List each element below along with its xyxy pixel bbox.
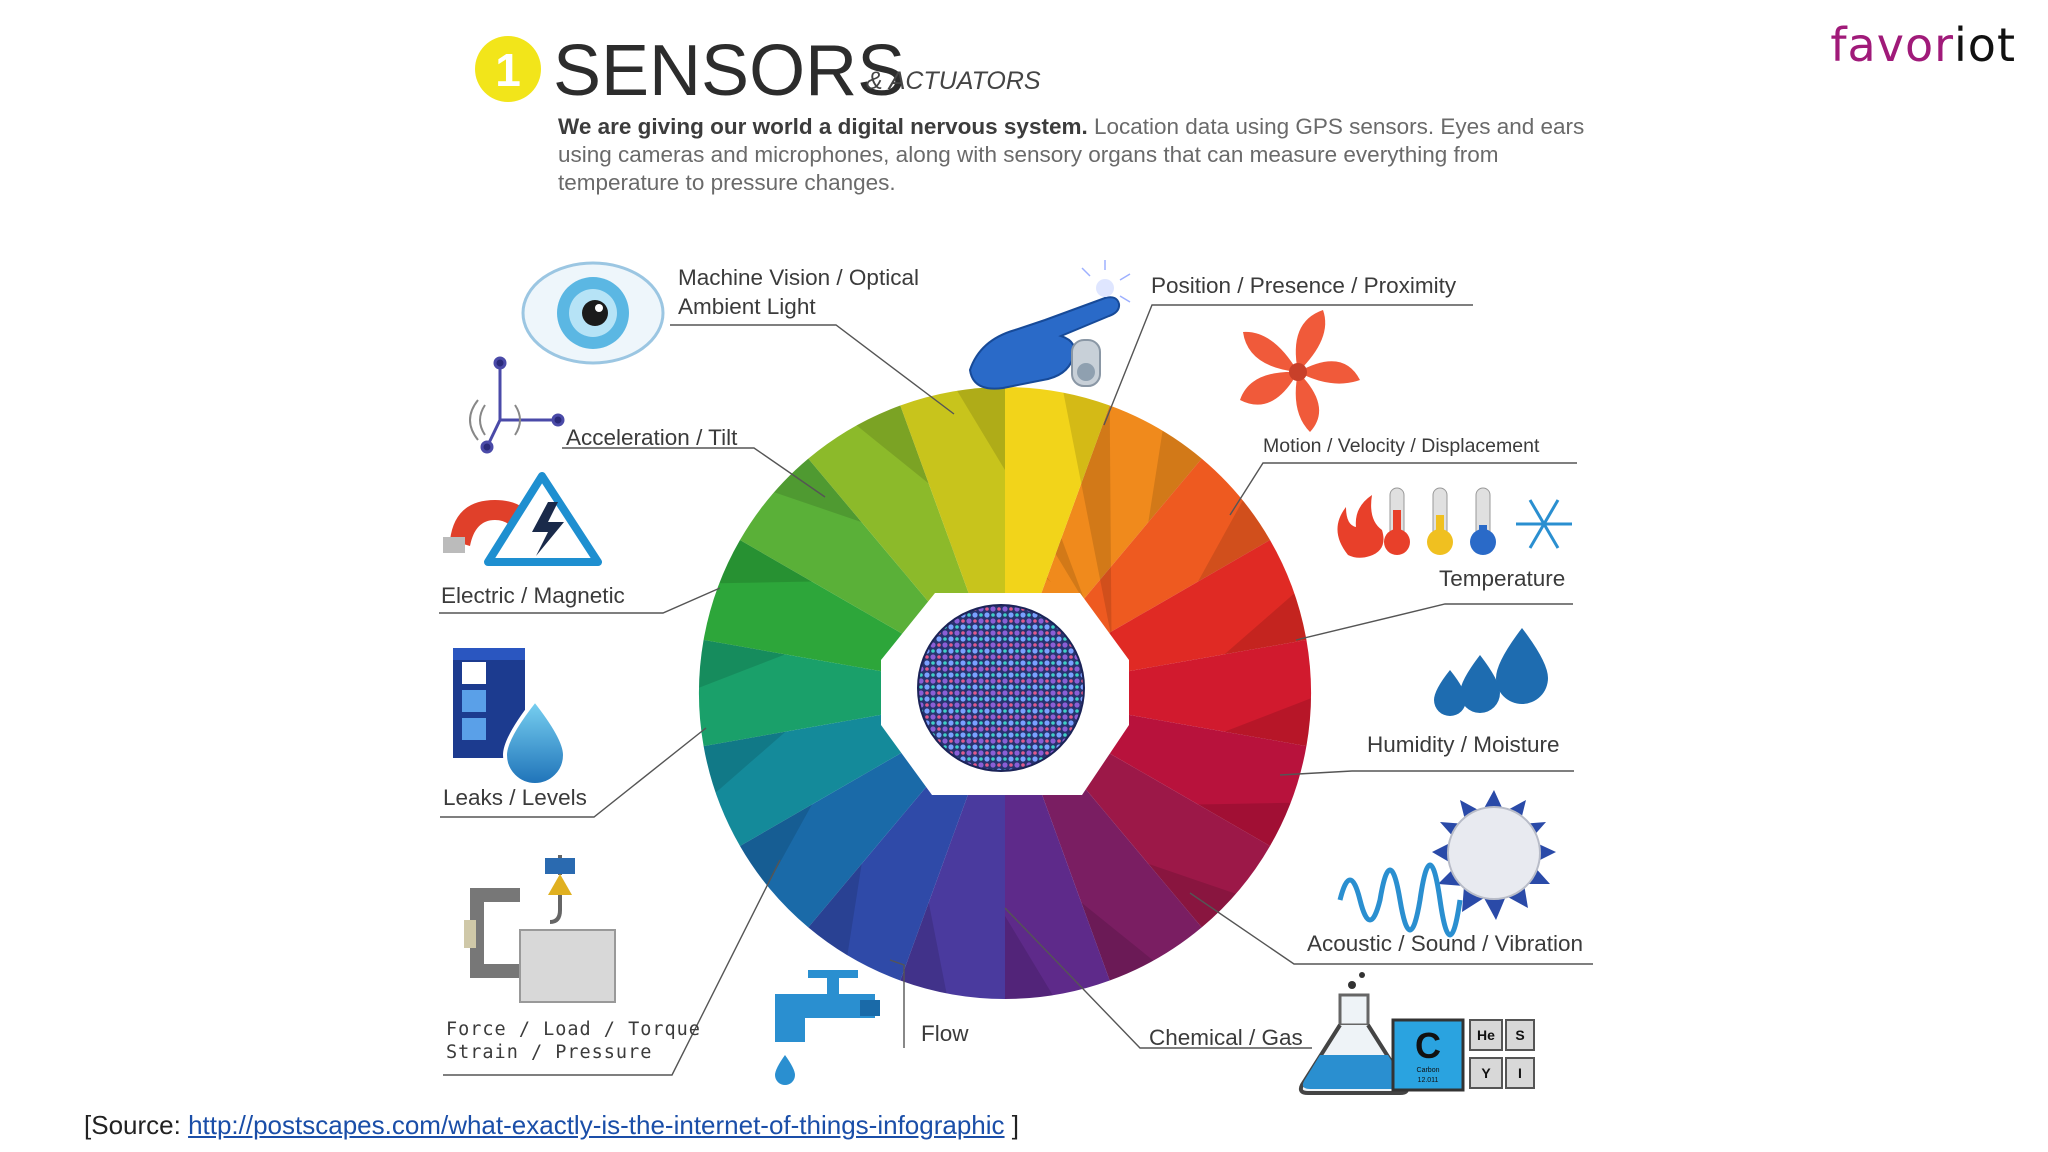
magnet-lightning-icon (443, 472, 602, 566)
leader-lines (439, 304, 1593, 1076)
wheel-segment (1005, 639, 1312, 747)
flask-periodic-icon (1298, 972, 1535, 1095)
label-flow: Flow (921, 1021, 969, 1046)
number-badge: 1 (475, 36, 541, 102)
label-acceleration: Acceleration / Tilt (566, 425, 738, 450)
faucet-icon (775, 970, 880, 1085)
page-title: SENSORS (553, 31, 906, 111)
page-subtitle: & ACTUATORS (866, 67, 1041, 95)
sensor-dot-array (918, 605, 1084, 771)
label-leaks: Leaks / Levels (443, 785, 587, 810)
sound-wave-burst-icon (1337, 790, 1556, 938)
brand-logo: favoriot (1830, 18, 2016, 72)
periodic-he: He (1477, 1027, 1495, 1043)
water-drops-icon (1434, 628, 1548, 716)
label-acoustic: Acoustic / Sound / Vibration (1307, 931, 1583, 956)
source-citation: [Source: http://postscapes.com/what-exac… (84, 1110, 1019, 1141)
label-machine-vision-1: Machine Vision / Optical (678, 265, 919, 290)
label-machine-vision-2: Ambient Light (678, 294, 816, 319)
label-electric: Electric / Magnetic (441, 583, 625, 608)
pointing-hand-icon (968, 260, 1131, 390)
periodic-carbon-name: Carbon (1417, 1067, 1440, 1074)
badge-number: 1 (495, 44, 521, 96)
label-motion: Motion / Velocity / Displacement (1263, 435, 1540, 457)
accelerometer-axes-icon (469, 356, 565, 454)
label-chemical: Chemical / Gas (1149, 1025, 1303, 1050)
periodic-carbon-symbol: C (1415, 1025, 1441, 1066)
fan-motion-icon (1240, 310, 1360, 432)
eye-icon (521, 261, 665, 365)
temperature-icons (1337, 487, 1572, 558)
tank-drop-icon (453, 648, 568, 787)
wheel-segment-shade (1063, 392, 1112, 638)
periodic-s: S (1515, 1027, 1524, 1043)
label-force-1: Force / Load / Torque (446, 1019, 701, 1040)
brand-name-end: iot (1954, 18, 2016, 72)
label-position: Position / Presence / Proximity (1151, 273, 1457, 298)
source-link[interactable]: http://postscapes.com/what-exactly-is-th… (188, 1110, 1005, 1140)
clamp-hook-icon (464, 855, 616, 1003)
source-prefix: [Source: (84, 1110, 189, 1140)
periodic-carbon-mass: 12.011 (1418, 1077, 1439, 1084)
periodic-y: Y (1481, 1065, 1491, 1081)
periodic-i: I (1518, 1065, 1522, 1081)
label-temperature: Temperature (1439, 566, 1566, 591)
brand-name-start: favor (1830, 18, 1955, 72)
label-force-2: Strain / Pressure (446, 1042, 653, 1063)
intro-paragraph: We are giving our world a digital nervou… (558, 113, 1588, 197)
intro-rest: Location data using GPS sensors. Eyes an… (558, 114, 1585, 195)
wheel-segment (698, 639, 1005, 747)
intro-bold: We are giving our world a digital nervou… (558, 114, 1088, 139)
label-humidity: Humidity / Moisture (1367, 732, 1560, 757)
source-suffix: ] (1004, 1110, 1019, 1140)
